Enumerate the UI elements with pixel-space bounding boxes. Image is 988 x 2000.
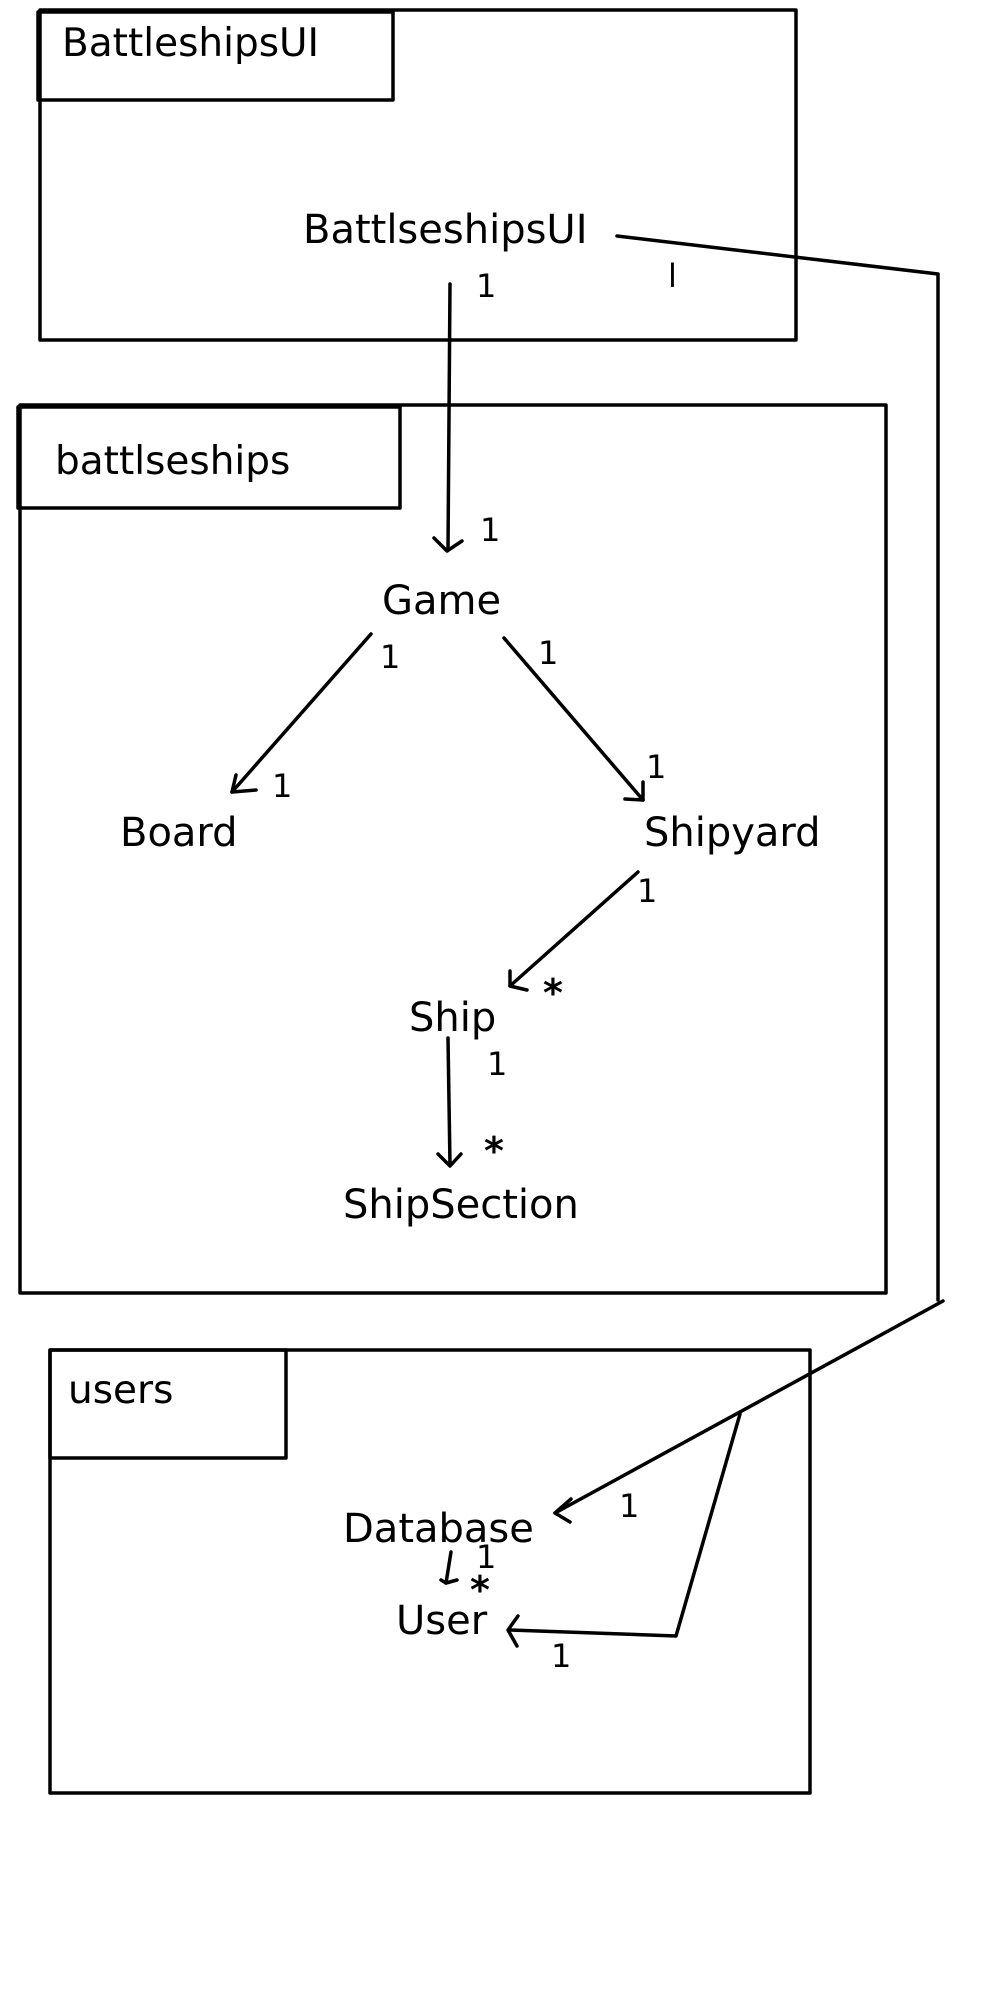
mult-shipyard-ship-dst: * (543, 971, 563, 1015)
mult-ui-game-src: 1 (476, 267, 496, 305)
assoc-ui-database (553, 234, 945, 1524)
assoc-shipyard-ship-arrowhead (508, 969, 529, 992)
mult-ui-tick: l (668, 257, 677, 295)
package-battlseships-title: battlseships (55, 439, 290, 484)
class-ship: Ship (409, 995, 496, 1041)
assoc-ui-game-arrowhead (432, 536, 464, 553)
assoc-game-shipyard (502, 636, 645, 802)
class-database: Database (343, 1506, 534, 1552)
package-battleshipsui-tab (36, 10, 395, 102)
mult-database-user-dst: * (470, 1568, 490, 1612)
assoc-ship-shipsection (436, 1036, 463, 1168)
mult-database-user-src: 1 (476, 1538, 496, 1576)
assoc-ship-shipsection-arrowhead (436, 1152, 463, 1168)
mult-ui-database-dst: 1 (619, 1487, 639, 1525)
class-battlseshipsui: BattlseshipsUI (303, 207, 588, 253)
assoc-game-board (230, 632, 373, 794)
package-users-title: users (68, 1368, 173, 1413)
assoc-game-shipyard-arrowhead (623, 780, 645, 802)
package-battleshipsui: BattleshipsUI (36, 8, 798, 342)
mult-ui-user-dst: 1 (551, 1637, 571, 1675)
mult-ui-game-dst: 1 (480, 511, 500, 549)
class-board: Board (120, 810, 238, 856)
package-battlseships-tab (16, 405, 402, 510)
assoc-ui-database-arrowhead (553, 1497, 573, 1524)
mult-game-board-src: 1 (380, 638, 400, 676)
assoc-shipyard-ship (508, 870, 640, 992)
assoc-ui-user-arrowhead (506, 1614, 520, 1648)
mult-ship-section-src: 1 (487, 1045, 507, 1083)
package-users-tab (48, 1348, 288, 1460)
mult-game-shipyard-src: 1 (538, 634, 558, 672)
class-game: Game (382, 578, 501, 624)
mult-shipyard-ship-src: 1 (637, 872, 657, 910)
assoc-database-user (439, 1550, 459, 1585)
mult-game-shipyard-dst: 1 (646, 748, 666, 786)
package-battlseships-frame (18, 403, 888, 1295)
package-users: users (48, 1348, 812, 1795)
package-users-frame (48, 1348, 812, 1795)
mult-game-board-dst: 1 (272, 767, 292, 805)
package-battleshipsui-title: BattleshipsUI (62, 21, 319, 66)
package-battleshipsui-frame (38, 8, 798, 342)
class-user: User (396, 1598, 488, 1644)
assoc-ui-game (432, 282, 464, 553)
class-shipyard: Shipyard (644, 810, 821, 856)
assoc-ui-user (506, 1412, 742, 1648)
package-battlseships: battlseships (16, 403, 888, 1295)
class-shipsection: ShipSection (343, 1182, 579, 1228)
assoc-game-board-arrowhead (230, 773, 258, 794)
assoc-database-user-arrowhead (439, 1578, 459, 1585)
mult-ship-section-dst: * (484, 1129, 504, 1173)
